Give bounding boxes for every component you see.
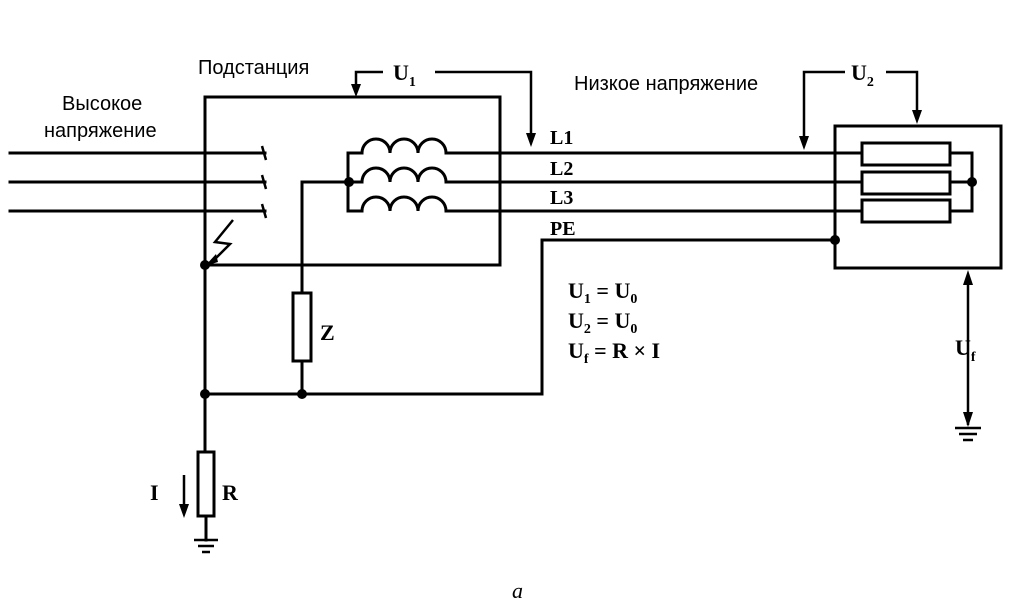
u1-label: U1 (393, 60, 416, 90)
l2-label: L2 (550, 158, 573, 180)
hv-label-line2: напряжение (44, 120, 157, 142)
l1-label: L1 (550, 127, 573, 149)
l3-label: L3 (550, 187, 573, 209)
u2-label: U2 (851, 60, 874, 90)
formulas: U1 = U0 U2 = U0 Uf = R × I (568, 278, 660, 367)
substation-label: Подстанция (198, 57, 309, 79)
load-box (833, 124, 1003, 270)
neutral-path (194, 180, 544, 554)
figure-letter: a (512, 578, 523, 603)
low-voltage-label: Низкое напряжение (574, 73, 758, 95)
current-arrow (179, 475, 189, 518)
u2-arrow (799, 70, 922, 150)
fault-arc-icon (211, 219, 234, 263)
impedance-z (291, 291, 313, 363)
u1-arrow (351, 70, 536, 147)
uf-label: Uf (955, 335, 976, 365)
resistor-r (196, 450, 216, 518)
hv-lines (8, 145, 268, 219)
pe-label: PE (550, 218, 576, 240)
formula-1: U1 = U0 (568, 278, 637, 307)
transformer-windings (344, 137, 448, 213)
hv-label-line1: Высокое (62, 93, 142, 115)
pe-conductor (540, 235, 840, 396)
z-label: Z (320, 320, 335, 345)
r-label: R (222, 480, 239, 505)
formula-3: Uf = R × I (568, 338, 660, 367)
uf-arrow (955, 270, 981, 442)
formula-2: U2 = U0 (568, 308, 637, 337)
lv-lines (444, 151, 864, 213)
current-label: I (150, 480, 159, 505)
